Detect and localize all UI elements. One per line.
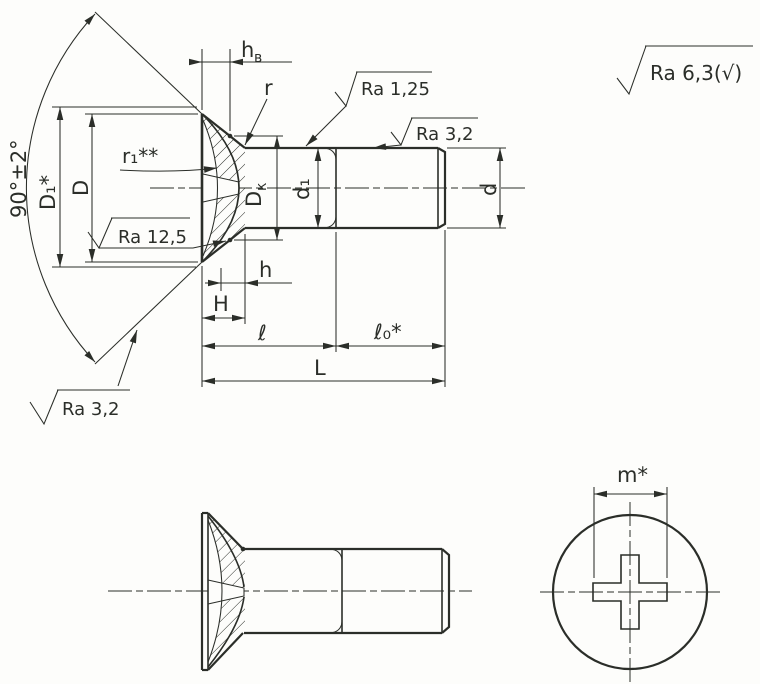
dim-H: H [202,292,245,322]
dim-h-label: h [259,258,272,282]
side-head-outline [200,511,246,672]
cone-angle-construction [25,11,203,365]
dim-d1: d₁ [290,148,322,228]
dim-D-label: D [69,180,93,196]
side-recess-profile-bottom [207,596,245,668]
dim-hv: h в [189,38,292,131]
roughness-thread-label: Ra 3,2 [416,124,474,145]
dim-L: L [202,356,445,385]
side-wing-profile [207,579,245,605]
dim-l: ℓ [202,321,336,350]
junction-dot-bottom [227,237,233,243]
dim-l-label: ℓ [257,321,267,345]
dim-D1-label: D₁* [36,175,60,210]
side-thread-runout [329,548,343,634]
side-recess-inner-profile [207,519,223,663]
dim-Dk-label: D [242,191,266,207]
dim-m: m* [593,463,668,578]
head-circle [551,513,709,671]
angle-label: 90°±2° [7,139,31,218]
dim-r: r [244,76,273,146]
roughness-symbol-general-icon [616,45,753,96]
side-shank-outline [244,547,451,635]
roughness-thread: Ra 3,2 [372,117,478,150]
cross-recess [592,554,668,630]
recess-wing-profile [202,173,240,203]
dim-hv-sub: в [254,50,262,66]
arc-arrow-top [84,14,95,25]
dim-l0: ℓ₀* [336,320,445,350]
dim-D1: D₁* [36,106,197,268]
dim-Dk-sub: к [254,183,270,191]
dim-d1-label: d₁ [290,178,314,200]
dim-hv-label: h [241,38,254,62]
dim-H-label: H [213,292,229,316]
side-view [108,511,472,672]
side-junction-dot [240,546,246,552]
dim-h: h [205,258,292,287]
general-roughness-label: Ra 6,3(√) [650,61,742,85]
main-view: 90°±2° D₁* [7,11,525,426]
side-end-chamfer [441,548,451,634]
dim-Dk: D к [234,135,283,241]
arc-arrow-bottom [84,351,95,362]
recess-wing-mask [203,174,239,202]
roughness-countersink-label: Ra 12,5 [118,227,187,248]
roughness-head-cone-label: Ra 3,2 [62,399,120,420]
dim-d: d [447,147,506,229]
dim-r1: r₁** [119,144,218,173]
recess-inner-profile [202,119,219,257]
roughness-shank: Ra 1,25 [305,71,432,147]
dim-r-label: r [264,76,273,100]
dim-m-label: m* [617,463,648,487]
roughness-shank-label: Ra 1,25 [361,79,430,100]
dim-L-label: L [314,356,326,380]
end-chamfer [437,147,447,229]
dim-l0-label: ℓ₀* [373,320,402,344]
end-view: m* [540,463,720,682]
roughness-head-cone: Ra 3,2 [29,329,138,426]
general-roughness-note: Ra 6,3(√) [616,45,753,96]
thread-runout [323,147,337,229]
junction-dot-top [227,133,233,139]
dim-d-label: d [477,183,501,196]
side-recess-profile-top [207,515,245,588]
roughness-symbol-head-cone-icon [29,389,130,426]
roughness-countersink: Ra 12,5 [87,217,227,250]
dim-r1-label: r₁** [122,144,158,168]
